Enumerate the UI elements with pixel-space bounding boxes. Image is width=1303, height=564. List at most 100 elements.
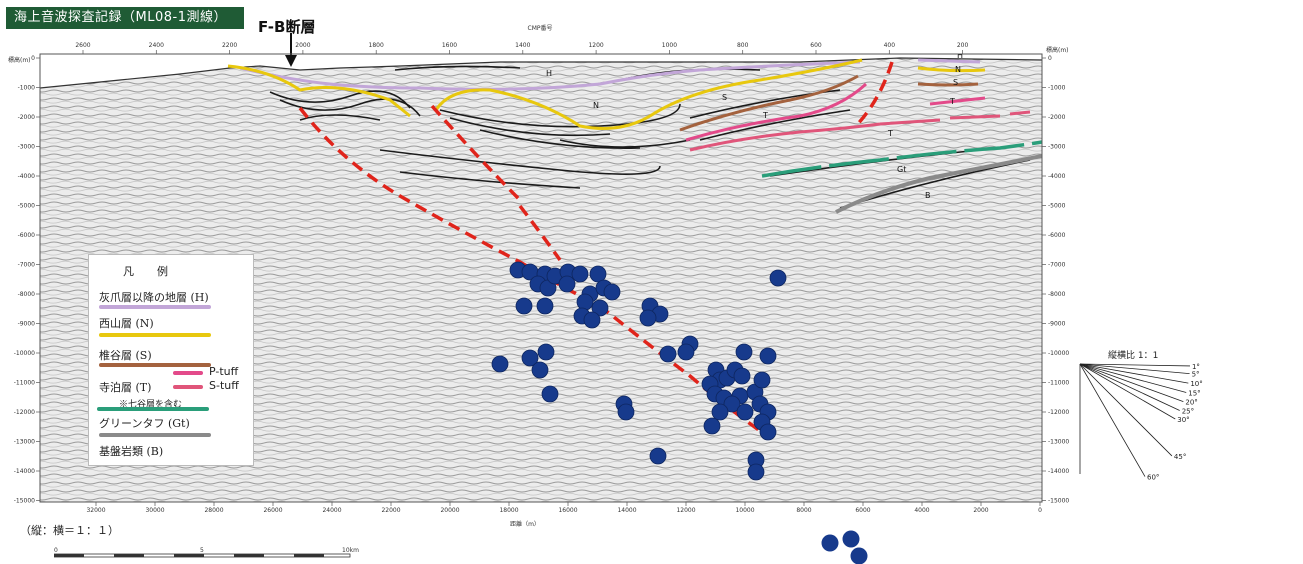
legend-note: ※七谷層を含む bbox=[119, 400, 183, 410]
layer-n-line-west bbox=[227, 64, 411, 118]
distance-tick-label: 10000 bbox=[735, 507, 754, 514]
section-frame bbox=[39, 53, 1043, 503]
depth-axis-label-right: 標高(m) bbox=[1046, 46, 1069, 54]
layer-label: H bbox=[546, 69, 552, 78]
hypocenter-dot bbox=[639, 309, 657, 327]
hypocenter-dot bbox=[531, 361, 549, 379]
depth-tick-label: 0 bbox=[31, 55, 35, 62]
legend-swatch-b bbox=[99, 433, 211, 437]
fault-arrow-icon bbox=[285, 33, 297, 67]
distance-tick-label: 16000 bbox=[558, 507, 577, 514]
aspect-angle-label: 5° bbox=[1192, 371, 1200, 379]
layer-gt-line bbox=[761, 140, 1042, 178]
hypocenter-dot bbox=[617, 403, 635, 421]
distance-tick-label: 14000 bbox=[617, 507, 636, 514]
aspect-angle-label: 45° bbox=[1174, 453, 1186, 461]
cmp-tick-label: 1400 bbox=[515, 42, 530, 49]
depth-tick-label: -3000 bbox=[18, 144, 36, 151]
legend-item-gt: グリーンタフ (Gt) bbox=[99, 417, 190, 430]
hypocenter-dot bbox=[491, 355, 509, 373]
depth-tick-label: -8000 bbox=[1048, 291, 1066, 298]
layer-label: T bbox=[949, 97, 955, 106]
aspect-angle-line bbox=[1079, 363, 1190, 374]
legend-item-s: 椎谷層 (S) bbox=[99, 349, 152, 362]
hypocenter-dot bbox=[733, 367, 751, 385]
hypocenter-dot bbox=[850, 547, 868, 564]
layer-n-line bbox=[434, 58, 863, 130]
distance-tick-label: 26000 bbox=[263, 507, 282, 514]
layer-ptuff-line-east bbox=[929, 96, 986, 106]
depth-tick-label: -2000 bbox=[18, 114, 36, 121]
cmp-tick-label: 1800 bbox=[369, 42, 384, 49]
depth-tick-label: -5000 bbox=[1048, 203, 1066, 210]
hypocenter-dot bbox=[703, 417, 721, 435]
layer-label: Gt bbox=[897, 165, 906, 174]
distance-tick-label: 32000 bbox=[86, 507, 105, 514]
distance-tick-label: 8000 bbox=[796, 507, 811, 514]
aspect-angle-label: 30° bbox=[1177, 416, 1189, 424]
depth-tick-label: -7000 bbox=[18, 262, 36, 269]
aspect-angle-label: 15° bbox=[1188, 389, 1200, 397]
legend-swatch-gt bbox=[97, 407, 209, 411]
fault-line-2 bbox=[430, 104, 522, 202]
distance-tick-label: 6000 bbox=[855, 507, 870, 514]
fault-line-3 bbox=[518, 204, 562, 262]
depth-tick-label: -13000 bbox=[14, 439, 35, 446]
layer-s-line bbox=[679, 74, 859, 132]
aspect-angle-line bbox=[1079, 363, 1187, 393]
depth-tick-label: -12000 bbox=[1048, 409, 1069, 416]
distance-tick-label: 30000 bbox=[145, 507, 164, 514]
hypocenter-dot bbox=[759, 347, 777, 365]
cmp-axis-label: CMP番号 bbox=[528, 25, 553, 32]
aspect-ratio-fan bbox=[1079, 363, 1190, 477]
aspect-angle-line bbox=[1079, 363, 1173, 457]
hypocenter-dot bbox=[821, 534, 839, 552]
depth-tick-label: -11000 bbox=[14, 380, 35, 387]
hypocenter-dot bbox=[603, 283, 621, 301]
aspect-ratio-note: （縦：横＝１：１） bbox=[20, 524, 119, 537]
aspect-angle-line bbox=[1079, 363, 1146, 477]
aspect-angle-line bbox=[1079, 363, 1180, 411]
legend-swatch-stuff bbox=[173, 385, 203, 389]
aspect-angle-label: 60° bbox=[1147, 474, 1159, 482]
hypocenter-dot bbox=[649, 447, 667, 465]
hypocenter-dot bbox=[769, 269, 787, 287]
layer-h-line-east bbox=[917, 58, 981, 64]
scale-tick-0: 0 bbox=[54, 547, 58, 554]
aspect-angle-line bbox=[1079, 363, 1184, 402]
hypocenter-dot bbox=[536, 297, 554, 315]
depth-tick-label: 0 bbox=[1048, 55, 1052, 62]
distance-tick-label: 20000 bbox=[440, 507, 459, 514]
depth-tick-label: -6000 bbox=[1048, 232, 1066, 239]
hypocenter-dot bbox=[753, 371, 771, 389]
hypocenter-dot bbox=[759, 423, 777, 441]
legend-title: 凡 例 bbox=[123, 265, 174, 278]
fault-line-east bbox=[854, 61, 894, 128]
depth-tick-label: -1000 bbox=[18, 85, 36, 92]
layer-label: H bbox=[957, 51, 963, 60]
depth-tick-label: -3000 bbox=[1048, 144, 1066, 151]
layer-label: N bbox=[593, 101, 599, 110]
layer-label: B bbox=[925, 191, 931, 200]
aspect-ratio-title: 縦横比 1：1 bbox=[1108, 351, 1159, 361]
aspect-angle-line bbox=[1079, 363, 1176, 420]
depth-tick-label: -12000 bbox=[14, 409, 35, 416]
hypocenter-dot bbox=[747, 463, 765, 481]
legend-swatch-s bbox=[99, 363, 211, 367]
depth-tick-label: -10000 bbox=[1048, 350, 1069, 357]
legend-swatch-ptuff bbox=[173, 371, 203, 375]
layer-label: N bbox=[955, 65, 961, 74]
scale-tick-10: 10km bbox=[342, 547, 359, 554]
layer-label: T bbox=[887, 129, 893, 138]
layer-label: S bbox=[953, 78, 958, 87]
distance-tick-label: 24000 bbox=[322, 507, 341, 514]
legend-item-n: 西山層 (N) bbox=[99, 317, 154, 330]
layer-n-line-east bbox=[917, 66, 986, 73]
aspect-angle-label: 20° bbox=[1185, 399, 1197, 407]
depth-tick-label: -7000 bbox=[1048, 262, 1066, 269]
depth-tick-label: -4000 bbox=[1048, 173, 1066, 180]
cmp-tick-label: 2200 bbox=[222, 42, 237, 49]
hypocenter-dot bbox=[591, 299, 609, 317]
hypocenter-dot bbox=[659, 345, 677, 363]
depth-tick-label: -6000 bbox=[18, 232, 36, 239]
